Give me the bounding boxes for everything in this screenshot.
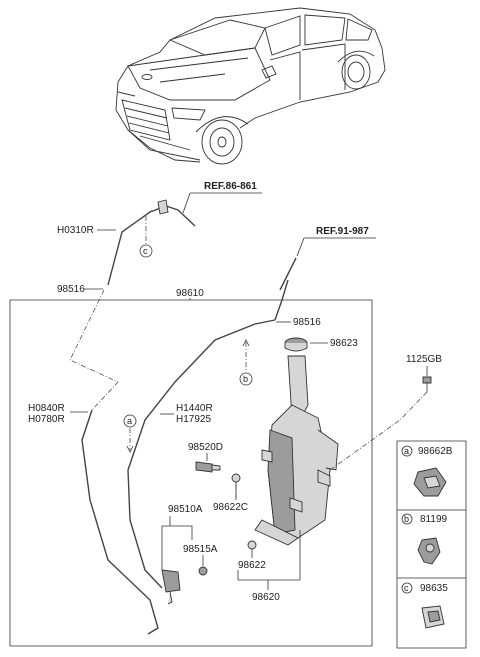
grommet-98622c bbox=[231, 473, 241, 483]
label-98622: 98622 bbox=[238, 560, 266, 571]
ref-91-987-leader bbox=[296, 237, 305, 257]
callout-c-letter: c bbox=[143, 246, 148, 256]
hose-h1440r bbox=[127, 319, 276, 589]
callout-a-circle bbox=[123, 414, 137, 428]
callout-a-arrow bbox=[126, 445, 134, 453]
label-h17925: H17925 bbox=[176, 414, 211, 425]
part-98520d bbox=[195, 461, 213, 473]
bolt-1125gb-head bbox=[422, 376, 432, 384]
legend-c-letter: c bbox=[404, 583, 409, 593]
callout-b-arrow bbox=[242, 339, 250, 347]
part-98520d-tip bbox=[211, 464, 221, 471]
grommet-98622 bbox=[247, 540, 257, 550]
vehicle-illustration bbox=[115, 7, 386, 165]
legend-table: a 98662B b 81199 c 98635 bbox=[396, 440, 467, 649]
legend-c-part: 98635 bbox=[420, 583, 448, 594]
grommet-98515a bbox=[198, 566, 208, 576]
reservoir-tank bbox=[254, 355, 339, 546]
label-98516-mid: 98516 bbox=[293, 317, 321, 328]
label-98620: 98620 bbox=[252, 592, 280, 603]
legend-a-part: 98662B bbox=[418, 446, 453, 457]
hose-h0840r bbox=[81, 409, 159, 635]
leader-98510a bbox=[161, 516, 193, 570]
pump-98510a-outlet bbox=[167, 591, 173, 605]
label-h0310r: H0310R bbox=[57, 225, 94, 236]
ref-86-861-leader bbox=[182, 192, 191, 214]
callout-a-letter: a bbox=[127, 416, 132, 426]
label-98623: 98623 bbox=[330, 338, 358, 349]
assembly-frame bbox=[9, 299, 373, 647]
hose-upper-connector bbox=[274, 279, 289, 321]
callout-b-letter: b bbox=[243, 374, 248, 384]
hose-h0310r bbox=[107, 205, 196, 286]
ref-91-987-label: REF.91-987 bbox=[316, 226, 369, 237]
pump-98510a bbox=[161, 569, 181, 593]
legend-a-letter: a bbox=[404, 446, 409, 456]
ref-86-861-label: REF.86-861 bbox=[204, 181, 257, 192]
leader-98620 bbox=[237, 530, 301, 590]
nozzle-connector bbox=[157, 199, 169, 215]
label-98520d: 98520D bbox=[188, 442, 223, 453]
hose-ref-91-987 bbox=[279, 257, 297, 291]
label-h0840r: H0840R bbox=[28, 403, 65, 414]
clip-98662b-icon bbox=[413, 467, 447, 497]
label-98622c: 98622C bbox=[213, 502, 248, 513]
clip-98635-icon bbox=[421, 605, 445, 629]
bolt-1125gb-dashline bbox=[329, 391, 428, 471]
callout-c-circle bbox=[139, 244, 153, 258]
hose-dashed-continuation bbox=[69, 289, 119, 411]
label-98516-top: 98516 bbox=[57, 284, 85, 295]
label-h0780r: H0780R bbox=[28, 414, 65, 425]
label-1125gb: 1125GB bbox=[406, 354, 442, 365]
cap-98623-rim bbox=[284, 343, 308, 352]
label-98510a: 98510A bbox=[168, 504, 203, 515]
label-98610: 98610 bbox=[176, 288, 204, 299]
clip-81199-icon bbox=[417, 537, 441, 565]
legend-b-part: 81199 bbox=[420, 514, 448, 525]
label-98515a: 98515A bbox=[183, 544, 218, 555]
legend-b-letter: b bbox=[404, 514, 409, 524]
callout-b-circle bbox=[239, 372, 253, 386]
label-h1440r: H1440R bbox=[176, 403, 213, 414]
